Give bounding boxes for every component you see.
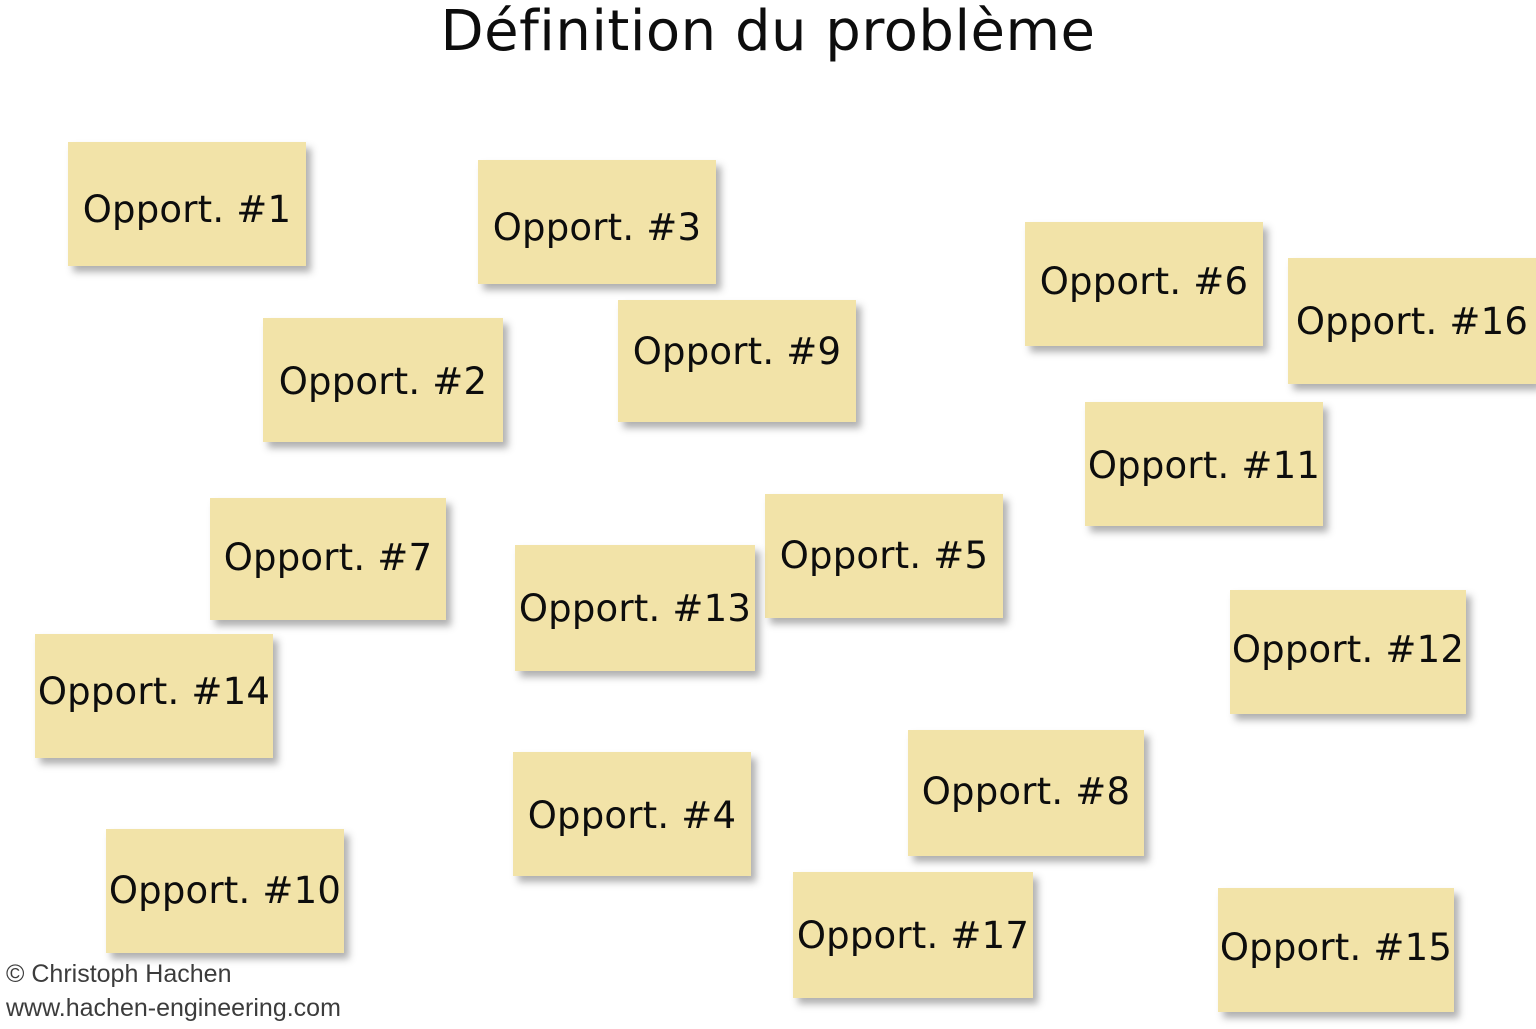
sticky-note-label: Opport. #3 <box>492 206 702 249</box>
sticky-note[interactable]: Opport. #12 <box>1230 590 1466 714</box>
sticky-note-label: Opport. #11 <box>1087 444 1321 487</box>
sticky-note[interactable]: Opport. #7 <box>210 498 446 620</box>
sticky-note[interactable]: Opport. #3 <box>478 160 716 284</box>
sticky-note-label: Opport. #1 <box>82 188 292 231</box>
sticky-note[interactable]: Opport. #5 <box>765 494 1003 618</box>
sticky-note[interactable]: Opport. #9 <box>618 300 856 422</box>
footer-website[interactable]: www.hachen-engineering.com <box>6 994 341 1022</box>
sticky-note[interactable]: Opport. #1 <box>68 142 306 266</box>
sticky-note-label: Opport. #9 <box>632 330 842 373</box>
sticky-note-label: Opport. #7 <box>223 536 433 579</box>
sticky-note-label: Opport. #4 <box>527 794 737 837</box>
sticky-note-label: Opport. #12 <box>1231 628 1465 671</box>
sticky-note[interactable]: Opport. #11 <box>1085 402 1323 526</box>
sticky-note-label: Opport. #17 <box>796 914 1030 957</box>
sticky-note[interactable]: Opport. #10 <box>106 829 344 953</box>
footer-copyright: © Christoph Hachen <box>6 960 232 988</box>
sticky-note[interactable]: Opport. #16 <box>1288 258 1536 384</box>
sticky-note[interactable]: Opport. #13 <box>515 545 755 671</box>
sticky-note-label: Opport. #16 <box>1295 300 1529 343</box>
sticky-note[interactable]: Opport. #17 <box>793 872 1033 998</box>
sticky-note[interactable]: Opport. #8 <box>908 730 1144 856</box>
sticky-note[interactable]: Opport. #6 <box>1025 222 1263 346</box>
sticky-note[interactable]: Opport. #15 <box>1218 888 1454 1012</box>
sticky-note-label: Opport. #8 <box>921 770 1131 813</box>
sticky-note-label: Opport. #14 <box>37 670 271 713</box>
sticky-note-label: Opport. #5 <box>779 534 989 577</box>
sticky-note-label: Opport. #13 <box>518 587 752 630</box>
page-title: Définition du problème <box>440 0 1096 64</box>
sticky-note[interactable]: Opport. #14 <box>35 634 273 758</box>
sticky-note-label: Opport. #10 <box>108 869 342 912</box>
footer: © Christoph Hachen www.hachen-engineerin… <box>6 957 341 1025</box>
sticky-note[interactable]: Opport. #2 <box>263 318 503 442</box>
sticky-note-label: Opport. #2 <box>278 360 488 403</box>
sticky-note[interactable]: Opport. #4 <box>513 752 751 876</box>
sticky-note-label: Opport. #15 <box>1219 926 1453 969</box>
sticky-note-label: Opport. #6 <box>1039 260 1249 303</box>
